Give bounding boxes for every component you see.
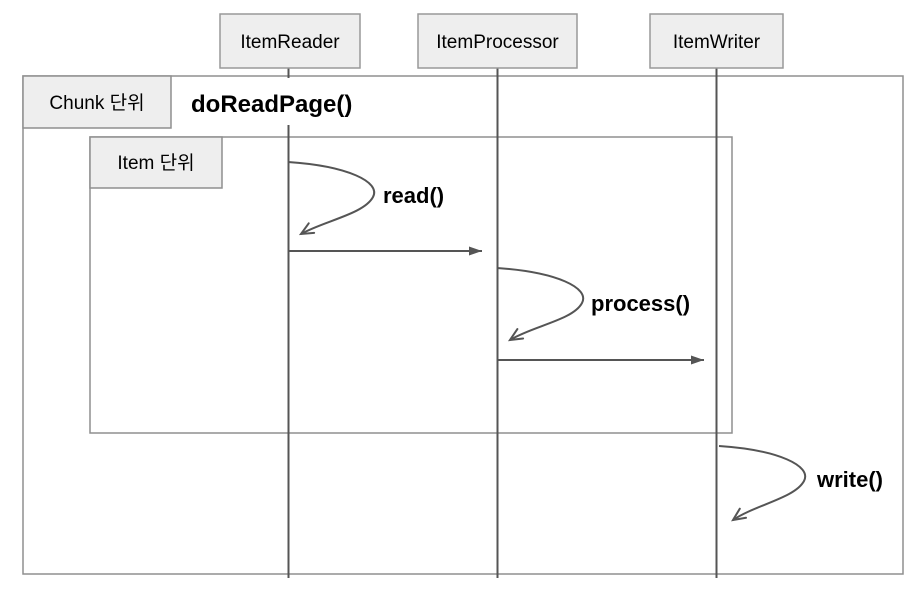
participant-item-writer: ItemWriter [649, 13, 784, 69]
participant-item-processor: ItemProcessor [417, 13, 578, 69]
chunk-frame-label-box [22, 75, 172, 129]
participant-box-item-processor [417, 13, 578, 69]
self-call-arrow-process [496, 267, 585, 342]
participant-label-item-processor: ItemProcessor [436, 32, 559, 53]
message-label-write: write() [816, 467, 883, 492]
item-frame [89, 136, 733, 434]
self-call-arrow-write [718, 445, 807, 522]
participant-label-item-reader: ItemReader [240, 32, 340, 53]
chunk-frame-label: Chunk 단위 [49, 92, 144, 114]
chunk-frame [22, 75, 904, 575]
item-frame-label: Item 단위 [117, 152, 194, 174]
participant-label-item-writer: ItemWriter [673, 32, 761, 53]
participant-box-item-reader [219, 13, 361, 69]
participant-box-item-writer [649, 13, 784, 69]
message-label-read: read() [383, 183, 444, 208]
operation-label-mask [183, 78, 369, 125]
self-call-arrow-read [287, 161, 376, 236]
message-label-process: process() [591, 291, 690, 316]
participant-item-reader: ItemReader [219, 13, 361, 69]
item-frame-label-box [89, 136, 223, 189]
operation-label: doReadPage() [191, 91, 352, 118]
